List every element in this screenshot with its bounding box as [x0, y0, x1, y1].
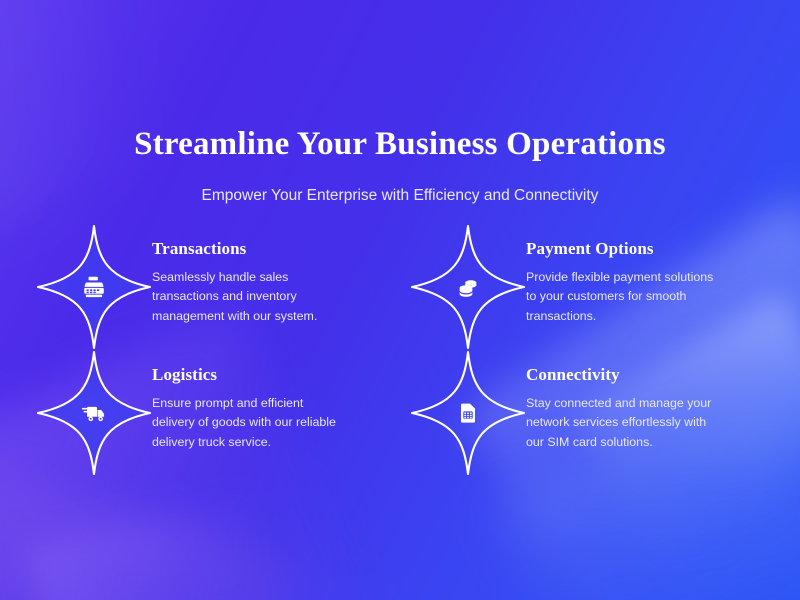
feature-title: Transactions: [152, 239, 247, 258]
four-point-star-outline: [410, 350, 526, 476]
feature-description: Stay connected and manage your network s…: [526, 395, 712, 449]
page-subtitle: Empower Your Enterprise with Efficiency …: [201, 186, 599, 204]
feature-text-payment-options: Payment Options Provide flexible payment…: [526, 224, 716, 326]
page-title: Streamline Your Business Operations: [134, 126, 666, 163]
feature-text-connectivity: Connectivity Stay connected and manage y…: [526, 350, 716, 452]
feature-icon-badge-payment-options: [410, 224, 526, 350]
feature-title: Payment Options: [526, 239, 654, 258]
feature-icon-badge-connectivity: [410, 350, 526, 476]
feature-text-transactions: Transactions Seamlessly handle sales tra…: [152, 224, 347, 326]
four-point-star-outline: [36, 224, 152, 350]
feature-title: Logistics: [152, 365, 218, 384]
feature-description: Provide flexible payment solutions to yo…: [526, 269, 714, 323]
feature-item-logistics: Logistics Ensure prompt and efficient de…: [36, 350, 410, 476]
feature-item-transactions: Transactions Seamlessly handle sales tra…: [36, 224, 410, 350]
feature-icon-badge-transactions: [36, 224, 152, 350]
feature-description: Seamlessly handle sales transactions and…: [152, 269, 318, 323]
feature-item-payment-options: Payment Options Provide flexible payment…: [410, 224, 776, 350]
feature-text-logistics: Logistics Ensure prompt and efficient de…: [152, 350, 347, 452]
feature-grid: Transactions Seamlessly handle sales tra…: [36, 224, 776, 476]
cash-register-icon: [81, 274, 107, 300]
four-point-star-outline: [410, 224, 526, 350]
feature-icon-badge-logistics: [36, 350, 152, 476]
feature-title: Connectivity: [526, 365, 620, 384]
coins-stack-icon: [455, 274, 481, 300]
feature-description: Ensure prompt and efficient delivery of …: [152, 395, 336, 449]
feature-item-connectivity: Connectivity Stay connected and manage y…: [410, 350, 776, 476]
sim-card-icon: [455, 400, 481, 426]
delivery-truck-icon: [81, 400, 107, 426]
